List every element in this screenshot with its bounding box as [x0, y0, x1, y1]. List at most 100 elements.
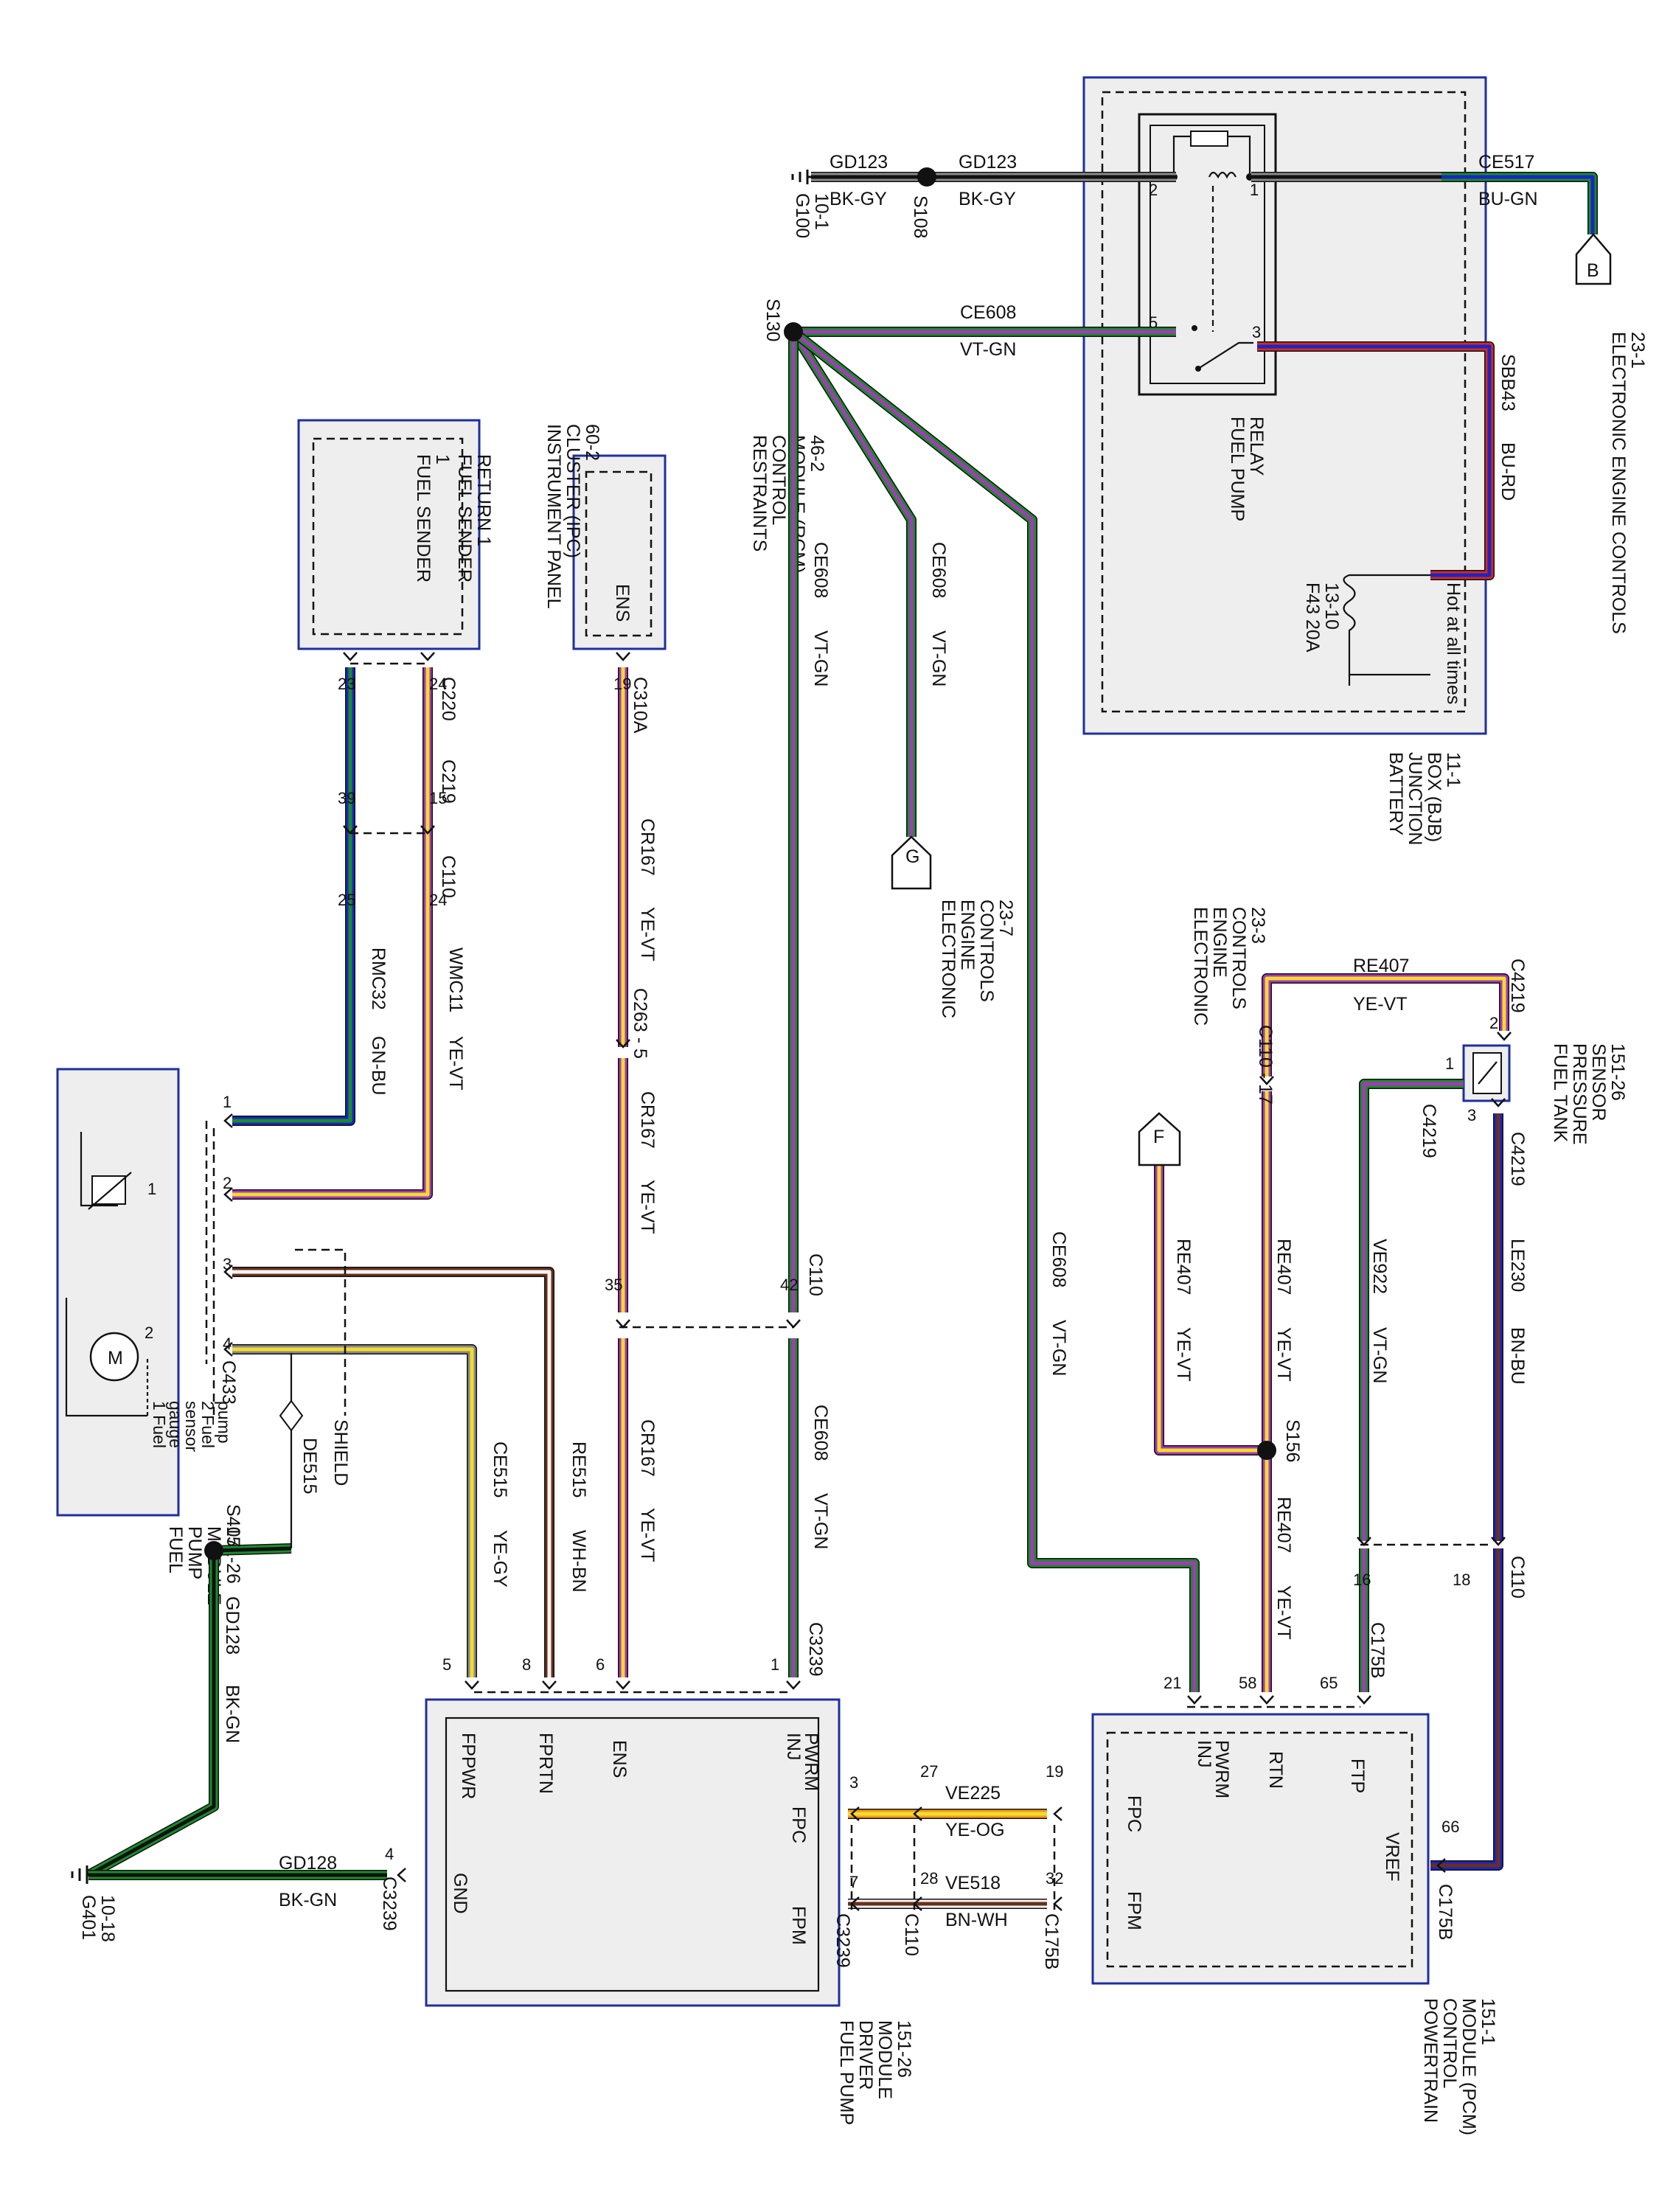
svg-text:S130: S130 — [762, 299, 783, 341]
reference-arrow-icon — [1138, 1112, 1181, 1166]
wire-layer — [86, 172, 1598, 1909]
svg-text:VT-GN: VT-GN — [960, 339, 1016, 360]
relay-switch-icon — [1197, 341, 1253, 369]
svg-text:M: M — [108, 1348, 123, 1368]
svg-text:6: 6 — [596, 1655, 605, 1674]
svg-text:pump: pump — [215, 1401, 234, 1444]
svg-text:65: 65 — [1320, 1674, 1338, 1692]
svg-text:RESTRAINTS: RESTRAINTS — [749, 435, 770, 552]
ftps-name: FUEL TANK PRESSURE SENSOR 151-26 — [1550, 1043, 1628, 1145]
reference-b: B ELECTRONIC ENGINE CONTROLS 23-1 — [1575, 233, 1648, 634]
connector-arrow-icon — [420, 652, 435, 661]
connector-arrow-icon — [420, 825, 435, 835]
svg-text:2: 2 — [1489, 1014, 1498, 1032]
svg-text:19: 19 — [1046, 1762, 1063, 1781]
ipc-pins: FUEL SENDER 1 FUEL SENDER RETURN 1 — [413, 454, 494, 582]
svg-text:39: 39 — [338, 789, 355, 807]
svg-text:BU-GN: BU-GN — [1478, 189, 1538, 209]
svg-text:G: G — [905, 846, 919, 867]
svg-text:DE515: DE515 — [299, 1438, 320, 1494]
svg-text:1: 1 — [771, 1655, 779, 1674]
wire-labels: GD123 BK-GY GD123 BK-GY CE517 BU-GN CE60… — [222, 152, 1538, 1930]
svg-text:YE-VT: YE-VT — [1173, 1327, 1194, 1382]
svg-text:151-26: 151-26 — [1607, 1043, 1628, 1101]
splice-s130: S130 — [762, 299, 803, 341]
svg-text:24: 24 — [429, 675, 447, 693]
svg-text:VE922: VE922 — [1369, 1239, 1390, 1294]
fuel-pump-motor-icon — [89, 1332, 139, 1382]
svg-text:WMC11: WMC11 — [445, 947, 466, 1012]
restraints-control-module: ENS RESTRAINTS CONTROL MODULE (RCM) 46-2 — [572, 435, 827, 650]
svg-text:S108: S108 — [910, 195, 931, 238]
svg-text:F43 20A: F43 20A — [1302, 582, 1323, 653]
svg-text:F: F — [1153, 1127, 1164, 1147]
svg-text:YE-VT: YE-VT — [1273, 1585, 1294, 1640]
svg-text:151-26: 151-26 — [894, 2020, 914, 2078]
svg-text:42: 42 — [780, 1276, 798, 1294]
connector-arrow-icon — [616, 1319, 630, 1329]
svg-text:3: 3 — [1252, 323, 1261, 341]
svg-text:CE608: CE608 — [928, 542, 949, 598]
svg-text:FPM: FPM — [1124, 1891, 1144, 1930]
svg-text:FTP: FTP — [1347, 1759, 1368, 1793]
svg-text:BK-GY: BK-GY — [830, 189, 887, 209]
svg-text:C110: C110 — [438, 855, 459, 898]
svg-text:C220: C220 — [438, 677, 459, 721]
fuse-f43-icon — [1343, 574, 1430, 676]
svg-text:YE-VT: YE-VT — [445, 1036, 466, 1091]
svg-text:3: 3 — [223, 1255, 232, 1273]
svg-text:FUEL SENDER: FUEL SENDER — [413, 454, 434, 582]
svg-text:BK-GN: BK-GN — [222, 1685, 243, 1743]
svg-text:YE-VT: YE-VT — [637, 1508, 658, 1562]
svg-text:C3239: C3239 — [805, 1622, 826, 1677]
relay-resistor-icon — [1190, 131, 1228, 147]
svg-text:FUEL: FUEL — [165, 1526, 186, 1573]
svg-text:GD128: GD128 — [222, 1596, 243, 1655]
fuel-pump-module: M 1 2 1 Fuel gauge sensor 2 Fuel pump FU… — [56, 1068, 243, 1605]
instrument-panel-cluster: FUEL SENDER 1 FUEL SENDER RETURN 1 INSTR… — [297, 419, 602, 650]
svg-text:RELAY: RELAY — [1246, 417, 1267, 476]
svg-text:sensor: sensor — [182, 1401, 201, 1452]
reference-arrow-icon — [1575, 233, 1612, 285]
svg-text:VREF: VREF — [1382, 1832, 1402, 1882]
svg-text:CONTROLS: CONTROLS — [1228, 907, 1249, 1009]
svg-text:C110: C110 — [1507, 1556, 1528, 1599]
svg-text:MODULE: MODULE — [874, 2020, 895, 2099]
reference-f: F ELECTRONIC ENGINE CONTROLS 23-3 — [1138, 907, 1268, 1166]
wire-wmc11 — [232, 667, 433, 1200]
svg-text:C3239: C3239 — [379, 1877, 400, 1931]
svg-text:PWRM: PWRM — [1211, 1740, 1232, 1798]
ground-g401: G401 10-18 — [71, 1865, 118, 1942]
svg-text:RE515: RE515 — [568, 1441, 589, 1498]
svg-text:RE407: RE407 — [1353, 956, 1409, 976]
svg-text:INJ: INJ — [783, 1733, 804, 1761]
svg-text:SBB43: SBB43 — [1498, 354, 1518, 411]
svg-text:10-1: 10-1 — [811, 193, 832, 230]
svg-text:C110 - 17: C110 - 17 — [1255, 1025, 1276, 1105]
svg-text:C433: C433 — [218, 1360, 239, 1405]
svg-text:ELECTRONIC: ELECTRONIC — [1190, 907, 1211, 1026]
svg-text:INJ: INJ — [1194, 1740, 1214, 1768]
svg-text:PUMP: PUMP — [184, 1526, 205, 1579]
ipc-name: INSTRUMENT PANEL CLUSTER (IPC) 60-2 — [543, 424, 602, 609]
svg-text:YE-VT: YE-VT — [637, 907, 658, 961]
relay-name: FUEL PUMP RELAY — [1227, 417, 1267, 521]
svg-text:C4219: C4219 — [1507, 959, 1528, 1013]
svg-text:PWRM: PWRM — [801, 1733, 821, 1791]
svg-text:C4219: C4219 — [1419, 1104, 1439, 1158]
wire-re407-top — [1262, 973, 1509, 1077]
svg-text:VT-GN: VT-GN — [928, 630, 949, 686]
connector-arrow-icon — [343, 652, 358, 661]
svg-text:S156: S156 — [1282, 1419, 1303, 1462]
connector-arrow-icon — [1497, 1032, 1512, 1041]
svg-text:ENGINE: ENGINE — [1209, 907, 1230, 978]
svg-text:1 Fuel: 1 Fuel — [150, 1401, 169, 1448]
connector-arrow-icon — [1491, 1098, 1506, 1107]
connector-arrow-icon — [223, 1113, 233, 1128]
svg-text:CONTROL: CONTROL — [768, 435, 789, 525]
svg-text:4: 4 — [385, 1845, 394, 1863]
svg-text:3: 3 — [849, 1773, 858, 1792]
wire-ce515 — [232, 1344, 477, 1677]
connector-labels: C220 C219 C110 C310A C263 - 5 C110 C3239… — [218, 677, 1528, 1969]
wire-le230 — [1430, 1548, 1503, 1871]
